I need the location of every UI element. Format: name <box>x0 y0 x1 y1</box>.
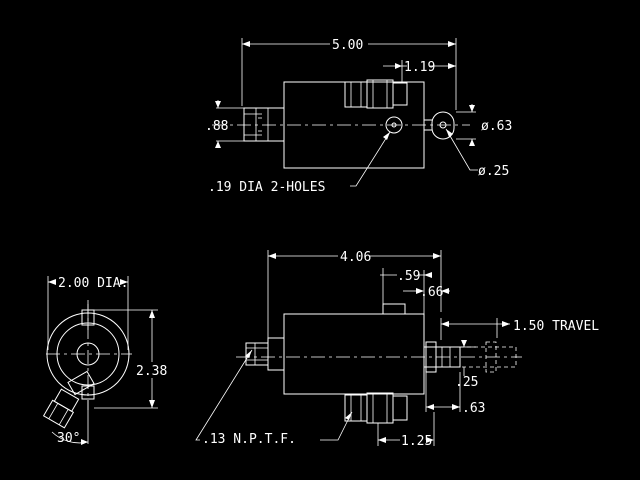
rod-end-label: .63 <box>462 401 485 416</box>
end-view-angled-fitting <box>42 388 80 429</box>
side-view-left-fitting <box>245 337 285 371</box>
top-view-mount-hole <box>385 116 403 134</box>
end-view: 2.00 DIA. 2.38 30° <box>42 276 167 446</box>
body-length-label: 4.06 <box>340 250 371 265</box>
travel-note: 1.50 TRAVEL <box>513 319 599 334</box>
port-offset-label: .59 <box>397 269 420 284</box>
port-note: .13 N.P.T.F. <box>202 432 296 447</box>
side-view-top-port <box>382 303 406 315</box>
side-view: 4.06 .59 .66 1.50 TRAVEL .25 .63 <box>195 250 599 449</box>
side-view-bottom-fitting <box>344 392 408 424</box>
top-view-port-fitting <box>344 79 408 109</box>
fitting-offset-label: 1.19 <box>404 60 435 75</box>
rod-dim-label: .25 <box>455 375 478 390</box>
mount-holes-note: .19 DIA 2-HOLES <box>208 180 325 195</box>
port-spacing-label: 1.25 <box>401 434 432 449</box>
fitting-angle-label: 30° <box>57 431 80 446</box>
hole-diameter-label: ø.25 <box>478 164 509 179</box>
port-to-end-label: .66 <box>420 285 443 300</box>
top-view-left-fitting <box>243 107 285 142</box>
top-view-rod-eye <box>431 111 455 140</box>
body-diameter-label: 2.00 DIA. <box>58 276 128 291</box>
end-height-label: 2.38 <box>136 364 167 379</box>
eye-diameter-label: ø.63 <box>481 119 512 134</box>
overall-length-label: 5.00 <box>332 38 363 53</box>
top-view: 5.00 1.19 .88 ø.63 ø.25 .19 DIA 2-HOLES <box>205 38 512 195</box>
top-height-label: .88 <box>205 119 228 134</box>
side-view-body <box>283 313 425 395</box>
